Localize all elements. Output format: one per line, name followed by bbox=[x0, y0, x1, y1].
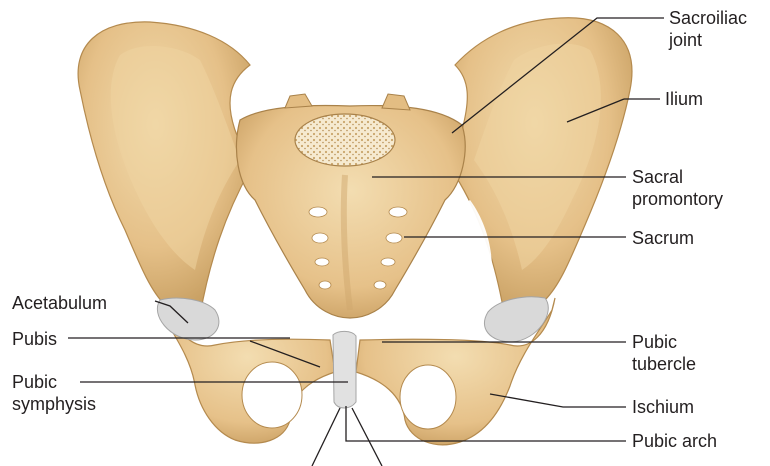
label-sacral-promontory-line1: Sacral bbox=[632, 166, 723, 188]
pubic-symphysis-cartilage bbox=[333, 331, 356, 408]
sacral-body-surface bbox=[295, 114, 395, 166]
label-ischium-text: Ischium bbox=[632, 397, 694, 417]
label-pubic-tubercle: Pubic tubercle bbox=[632, 331, 696, 375]
label-pubic-arch: Pubic arch bbox=[632, 430, 717, 452]
label-pubic-tubercle-line2: tubercle bbox=[632, 353, 696, 375]
label-sacroiliac-joint-line2: joint bbox=[669, 29, 747, 51]
right-obturator-foramen bbox=[400, 365, 456, 429]
label-acetabulum: Acetabulum bbox=[12, 292, 107, 314]
label-pubic-arch-text: Pubic arch bbox=[632, 431, 717, 451]
label-sacrum-text: Sacrum bbox=[632, 228, 694, 248]
label-ischium: Ischium bbox=[632, 396, 694, 418]
label-ilium-text: Ilium bbox=[665, 89, 703, 109]
label-sacroiliac-joint-line1: Sacroiliac bbox=[669, 7, 747, 29]
leader-pubic-arch-left bbox=[312, 408, 340, 466]
label-pubic-symphysis-line1: Pubic bbox=[12, 371, 96, 393]
label-pubis: Pubis bbox=[12, 328, 57, 350]
label-pubic-symphysis-line2: symphysis bbox=[12, 393, 96, 415]
left-articular-process bbox=[285, 94, 312, 108]
label-ilium: Ilium bbox=[665, 88, 703, 110]
label-pubic-tubercle-line1: Pubic bbox=[632, 331, 696, 353]
label-pubic-symphysis: Pubic symphysis bbox=[12, 371, 96, 415]
label-sacral-promontory-line2: promontory bbox=[632, 188, 723, 210]
label-acetabulum-text: Acetabulum bbox=[12, 293, 107, 313]
leader-pubic-arch-right bbox=[352, 408, 382, 466]
left-obturator-foramen bbox=[242, 362, 302, 428]
label-sacrum: Sacrum bbox=[632, 227, 694, 249]
label-sacral-promontory: Sacral promontory bbox=[632, 166, 723, 210]
label-sacroiliac-joint: Sacroiliac joint bbox=[669, 7, 747, 51]
label-pubis-text: Pubis bbox=[12, 329, 57, 349]
leader-ischium bbox=[490, 394, 626, 407]
right-articular-process bbox=[382, 94, 410, 110]
